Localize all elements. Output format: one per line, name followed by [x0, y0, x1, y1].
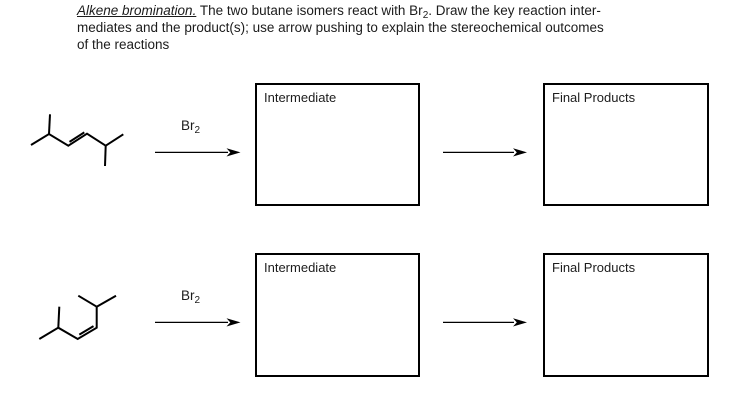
- reaction-arrow: [155, 148, 241, 157]
- trans-alkene-structure: [30, 114, 124, 167]
- reagent-subscript: 2: [194, 125, 201, 136]
- reagent-label-br2: Br2: [181, 118, 201, 136]
- exercise-prompt: Alkene bromination. The two butane isome…: [77, 2, 707, 53]
- cis-alkene-structure: [38, 294, 117, 341]
- prompt-lead: Alkene bromination.: [77, 3, 197, 18]
- prompt-line-2: mediates and the product(s); use arrow p…: [77, 20, 604, 35]
- prompt-line-3: of the reactions: [77, 37, 170, 52]
- final-products-box-label: Final Products: [552, 90, 636, 105]
- reagent-subscript: 2: [194, 295, 201, 306]
- reagent-symbol: Br: [181, 118, 195, 133]
- intermediate-box: Intermediate: [255, 253, 420, 377]
- reagent-symbol: Br: [181, 288, 195, 303]
- final-products-box-label: Final Products: [552, 260, 636, 275]
- prompt-br-subscript: 2: [422, 10, 429, 21]
- reagent-label-br2: Br2: [181, 288, 201, 306]
- to-products-arrow: [443, 147, 527, 156]
- intermediate-box-label: Intermediate: [264, 260, 337, 275]
- final-products-box: Final Products: [543, 253, 709, 377]
- intermediate-box: Intermediate: [255, 83, 420, 206]
- prompt-line1-text: The two butane isomers react with Br: [196, 3, 423, 18]
- final-products-box: Final Products: [543, 83, 709, 206]
- prompt-line-1: Alkene bromination. The two butane isome…: [77, 2, 707, 21]
- intermediate-box-label: Intermediate: [264, 90, 337, 105]
- reaction-arrow: [155, 318, 241, 327]
- prompt-line1-text2: . Draw the key reaction inter-: [428, 3, 601, 18]
- to-products-arrow: [443, 317, 527, 326]
